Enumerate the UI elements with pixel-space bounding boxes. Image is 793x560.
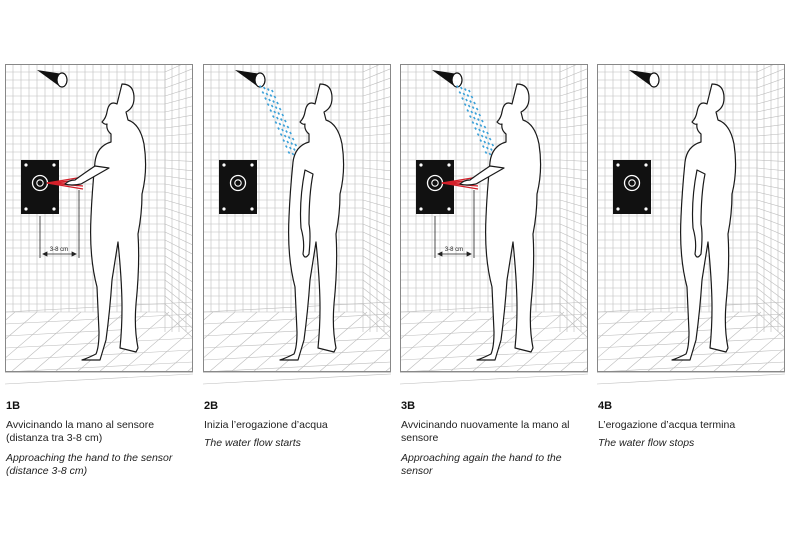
shower-head-icon: [37, 70, 68, 88]
step-number: 3B: [401, 400, 416, 412]
shower-head-icon: [235, 70, 266, 88]
person-figure: [279, 83, 345, 361]
illustration-1b: 3-8 cm: [5, 64, 193, 394]
distance-marker: [39, 190, 80, 258]
caption-english: The water flow stops: [598, 437, 695, 449]
illustration-2b: [203, 64, 391, 394]
caption-italian: L’erogazione d’acqua termina: [598, 419, 736, 431]
sensor-panel: [219, 160, 257, 214]
shower-head-icon: [432, 70, 463, 88]
person-figure: [64, 83, 147, 361]
caption-english: Approaching the hand to the sensor (dist…: [6, 452, 173, 477]
water-spray: [456, 85, 500, 159]
illustration-3b: 3-8 cm: [400, 64, 588, 394]
distance-label: 3-8 cm: [445, 247, 463, 253]
sensor-panel: [21, 160, 59, 214]
distance-marker: [434, 190, 475, 258]
sensor-panel: [416, 160, 454, 214]
caption-italian: Avvicinando nuovamente la mano al sensor…: [401, 419, 570, 444]
step-number: 4B: [598, 400, 613, 412]
illustration-4b: [597, 64, 785, 394]
shower-head-icon: [629, 70, 660, 88]
panel-frame: [203, 64, 391, 372]
person-figure: [671, 83, 737, 361]
panel-frame: [400, 64, 588, 372]
caption-english: Approaching again the hand to the sensor: [401, 452, 562, 477]
caption-english: The water flow starts: [204, 437, 301, 449]
shower-scene: [597, 64, 785, 385]
panel-frame: [597, 64, 785, 372]
step-number: 2B: [204, 400, 219, 412]
person-figure: [459, 83, 542, 361]
shower-scene: [203, 64, 391, 385]
caption-italian: Avvicinando la mano al sensore (distanza…: [6, 419, 155, 444]
distance-label: 3-8 cm: [50, 247, 68, 253]
panel-frame: [5, 64, 193, 372]
sensor-panel: [613, 160, 651, 214]
shower-scene: 3-8 cm: [5, 64, 193, 385]
caption-italian: Inizia l’erogazione d’acqua: [204, 419, 328, 431]
step-number: 1B: [6, 400, 21, 412]
shower-scene: 3-8 cm: [400, 64, 588, 385]
